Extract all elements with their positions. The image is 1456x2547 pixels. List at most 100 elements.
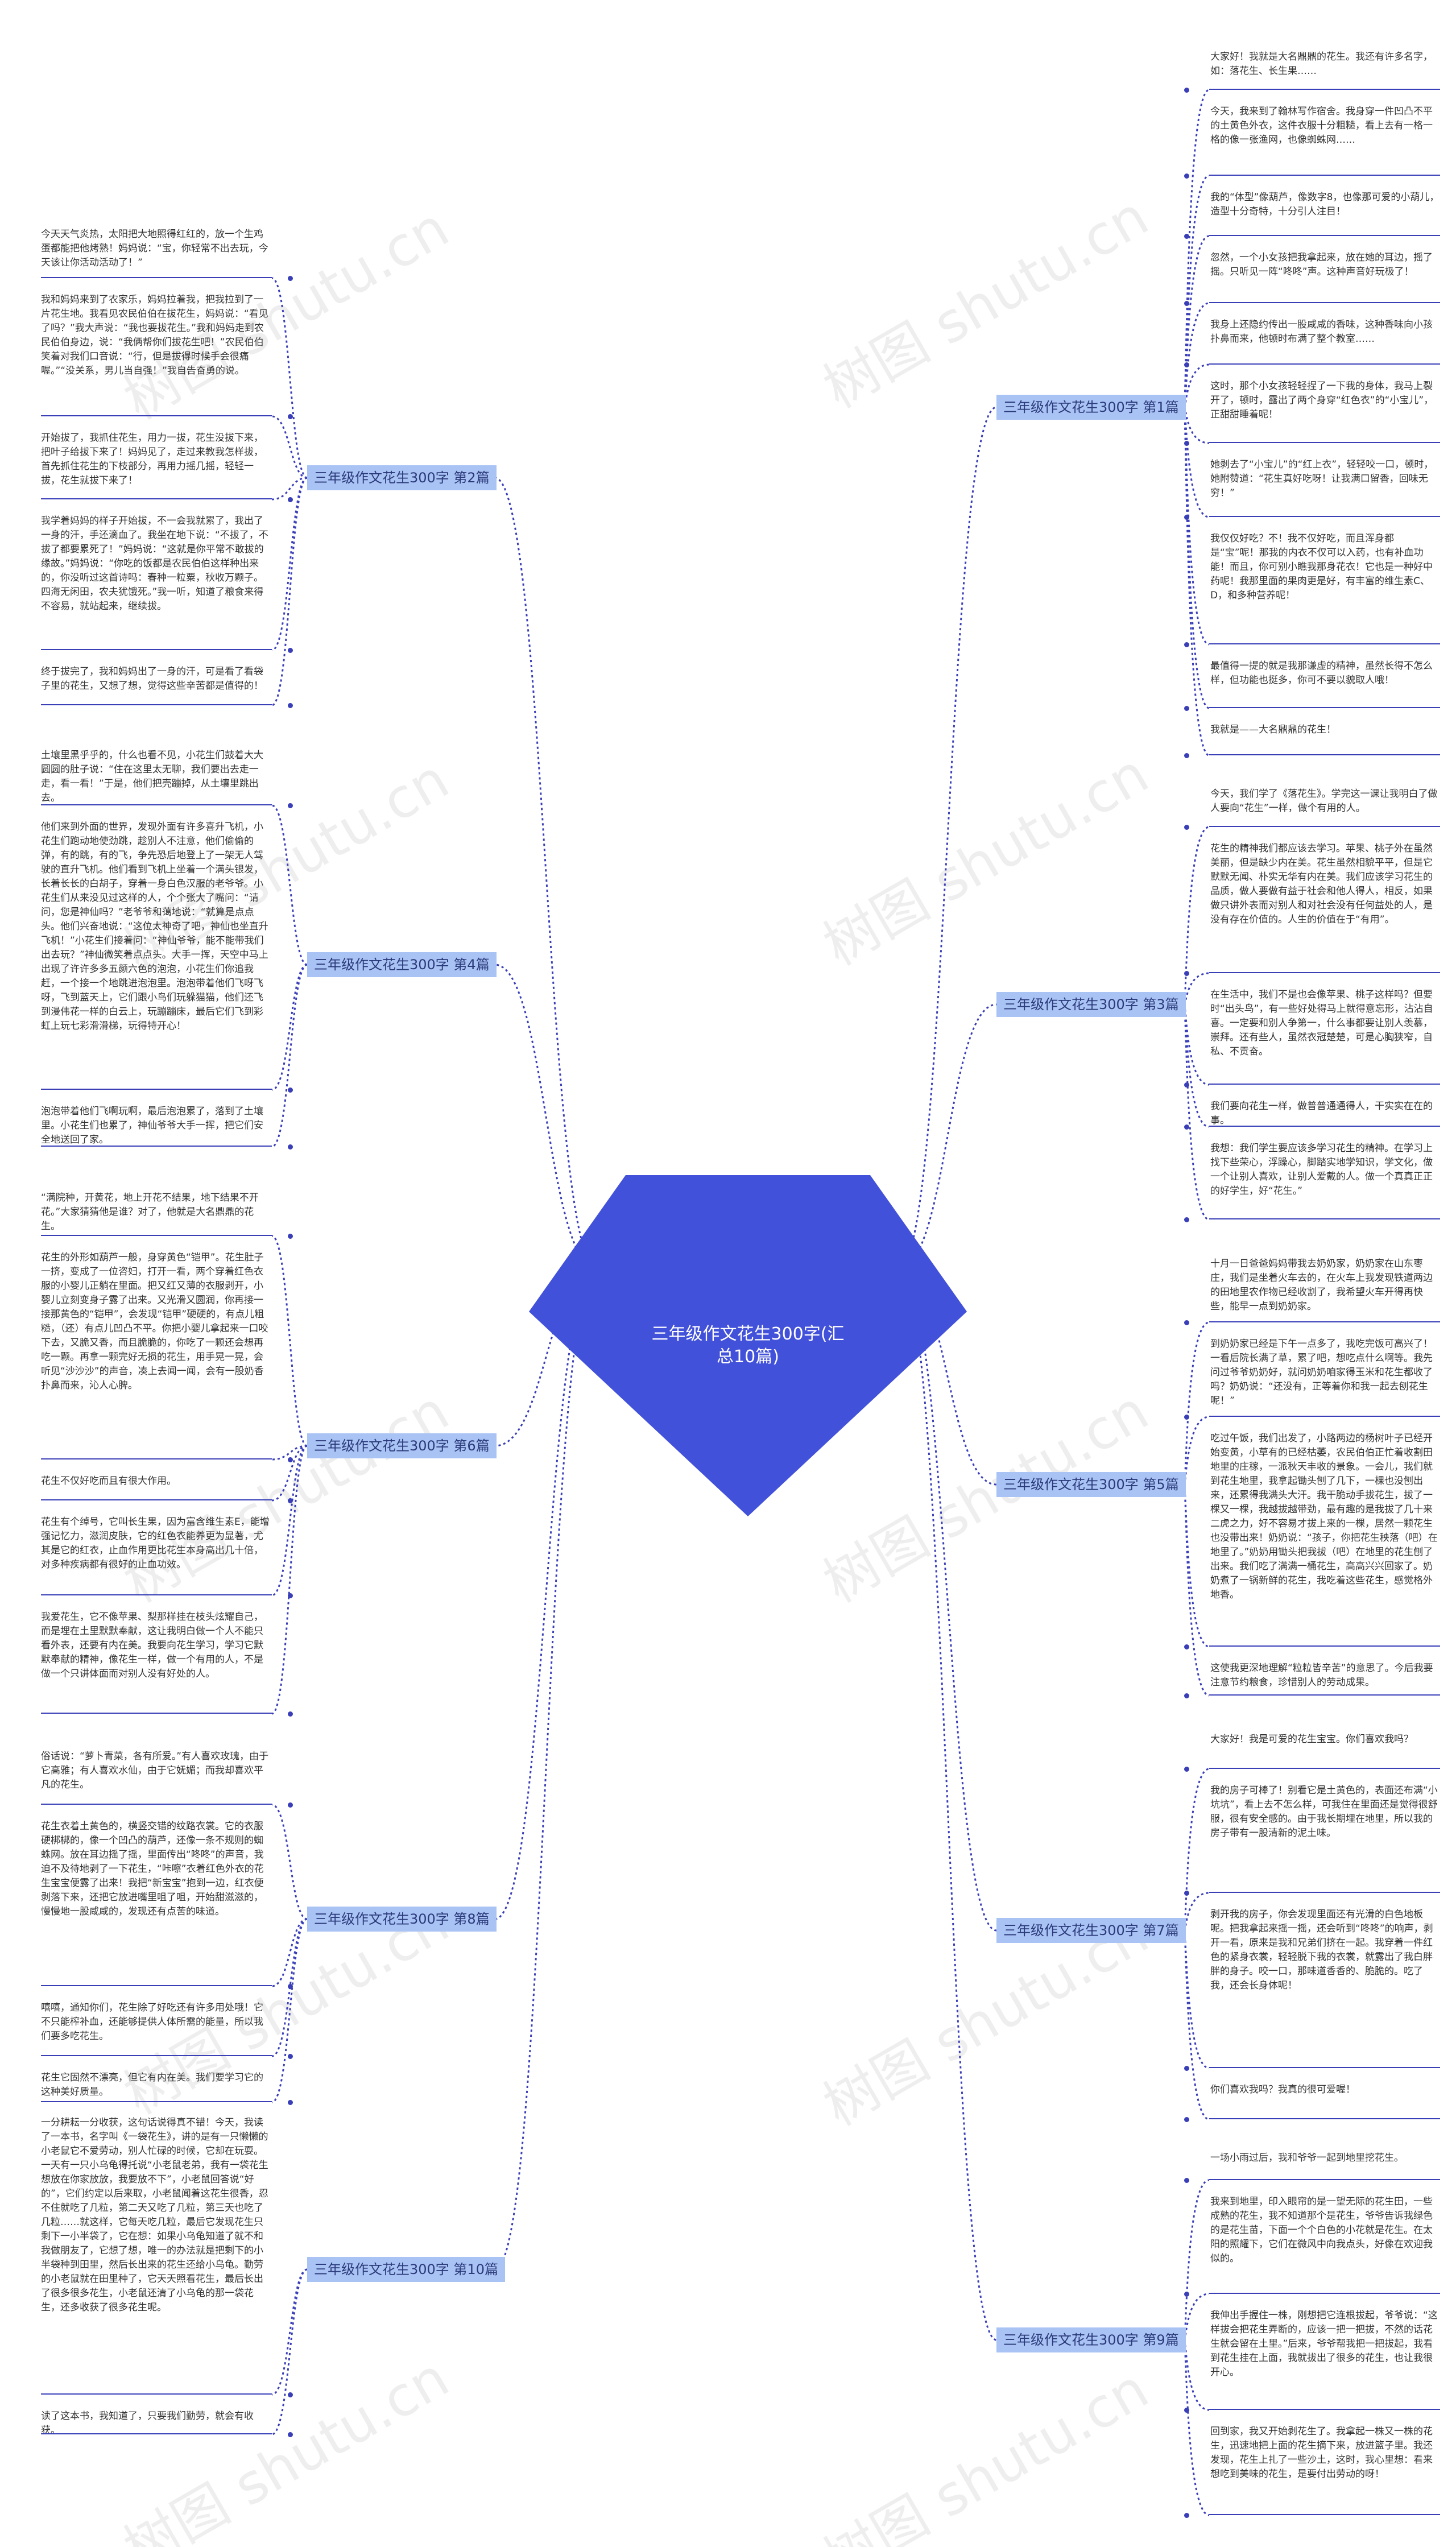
leaf-note: 花生它固然不漂亮，但它有内在美。我们要学习它的这种美好质量。 bbox=[41, 2071, 272, 2102]
leaf-bullet bbox=[1184, 642, 1189, 647]
leaf-connector bbox=[1183, 1321, 1210, 1486]
leaf-bullet bbox=[288, 1802, 293, 1808]
branch-connector-2 bbox=[494, 477, 598, 1270]
leaf-bullet bbox=[288, 803, 293, 808]
leaf-bullet bbox=[1184, 1082, 1189, 1088]
central-topic-title: 三年级作文花生300字(汇总10篇) bbox=[651, 1324, 845, 1367]
leaf-note: 花生的外形如葫芦一般，身穿黄色“铠甲”。花生肚子一挤，变成了一位咨妇，打开一看，… bbox=[41, 1251, 272, 1459]
leaf-bullet bbox=[288, 1234, 293, 1239]
leaf-bullet bbox=[288, 2392, 293, 2397]
leaf-connector bbox=[271, 477, 308, 501]
leaf-note: 忽然，一个小女孩把我拿起来，放在她的耳边，摇了摇。只听见一阵“咚咚”声。这种声音… bbox=[1209, 251, 1440, 303]
leaf-note: 在生活中，我们不是也会像苹果、桃子这样吗？但要时“出头鸟”，有一些好处得马上就得… bbox=[1209, 988, 1440, 1085]
leaf-bullet bbox=[1184, 1217, 1189, 1222]
leaf-note: “满院种，开黄花，地上开花不结果，地下结果不开花。”大家猜猜他是谁？对了，他就是… bbox=[41, 1191, 272, 1236]
leaf-bullet bbox=[288, 497, 293, 502]
leaf-connector bbox=[271, 477, 308, 651]
leaf-bullet bbox=[1184, 515, 1189, 520]
leaf-note: 嘻嘻，通知你们，花生除了好吃还有许多用处哦！它不只能榨补血，还能够提供人体所需的… bbox=[41, 2001, 272, 2056]
leaf-connector bbox=[271, 964, 308, 1148]
leaf-note: 今天，我来到了翰林写作宿舍。我身穿一件凹凸不平的土黄色外衣，这件衣服十分粗糙，看… bbox=[1209, 105, 1440, 176]
branch-topic-3[interactable]: 三年级作文花生300字 第3篇 bbox=[996, 992, 1186, 1017]
branch-topic-4[interactable]: 三年级作文花生300字 第4篇 bbox=[307, 952, 497, 977]
leaf-bullet bbox=[1184, 234, 1189, 239]
branch-topic-5[interactable]: 三年级作文花生300字 第5篇 bbox=[996, 1472, 1186, 1497]
leaf-note: 一场小雨过后，我和爷爷一起到地里挖花生。 bbox=[1209, 2151, 1440, 2180]
leaf-connector bbox=[1183, 175, 1210, 408]
branch-connector-1 bbox=[898, 406, 997, 1270]
leaf-note: 我学着妈妈的样子开始拔，不一会我就累了，我出了一身的汗，手还滴血了。我坐在地下说… bbox=[41, 514, 272, 650]
leaf-note: 到奶奶家已经是下午一点多了，我吃完饭可高兴了！一看后院长满了草，累了吧，想吃点什… bbox=[1209, 1337, 1440, 1417]
leaf-connector bbox=[271, 964, 308, 1091]
leaf-bullet bbox=[1184, 1644, 1189, 1649]
leaf-note: 大家好！我就是大名鼎鼎的花生。我还有许多名字，如：落花生、长生果…… bbox=[1209, 50, 1440, 90]
leaf-note: 终于拔完了，我和妈妈出了一身的汗，可是看了看袋子里的花生，又想了想，觉得这些辛苦… bbox=[41, 665, 272, 705]
leaf-bullet bbox=[1184, 825, 1189, 830]
branch-topic-7[interactable]: 三年级作文花生300字 第7篇 bbox=[996, 1918, 1186, 1943]
leaf-note: 我身上还隐约传出一股咸咸的香味，这种香味向小孩扑鼻而来，他顿时布满了整个教室…… bbox=[1209, 318, 1440, 365]
leaf-connector bbox=[1183, 972, 1210, 1006]
leaf-bullet bbox=[1184, 301, 1189, 306]
leaf-bullet bbox=[288, 276, 293, 281]
leaf-bullet bbox=[1184, 1693, 1189, 1698]
leaf-note: 一分耕耘一分收获，这句话说得真不错！今天，我读了一本书，名字叫《一袋花生》，讲的… bbox=[41, 2116, 272, 2395]
leaf-connector bbox=[271, 1918, 308, 1987]
leaf-connector bbox=[1183, 1003, 1210, 1128]
leaf-bullet bbox=[1184, 2117, 1189, 2122]
leaf-bullet bbox=[1184, 441, 1189, 446]
leaf-note: 今天天气炎热，太阳把大地照得红红的，放一个生鸡蛋都能把他烤熟！妈妈说：“宝，你轻… bbox=[41, 228, 272, 278]
leaf-connector bbox=[1183, 235, 1210, 408]
leaf-note: 我就是——大名鼎鼎的花生！ bbox=[1209, 723, 1440, 755]
branch-topic-6[interactable]: 三年级作文花生300字 第6篇 bbox=[307, 1433, 497, 1458]
leaf-connector bbox=[1183, 1483, 1210, 1648]
leaf-bullet bbox=[1184, 173, 1189, 179]
leaf-bullet bbox=[288, 1498, 293, 1503]
leaf-bullet bbox=[288, 648, 293, 653]
leaf-bullet bbox=[288, 1457, 293, 1462]
leaf-bullet bbox=[1184, 2408, 1189, 2413]
leaf-note: 花生有个绰号，它叫长生果，因为富含维生素E，能增强记忆力，滋润皮肤，它的红色衣能… bbox=[41, 1515, 272, 1595]
branch-topic-8[interactable]: 三年级作文花生300字 第8篇 bbox=[307, 1907, 497, 1932]
leaf-bullet bbox=[1184, 971, 1189, 976]
leaf-connector bbox=[1183, 2339, 1210, 2516]
leaf-connector bbox=[1183, 2339, 1210, 2411]
leaf-connector bbox=[1183, 1483, 1210, 1697]
leaf-connector bbox=[271, 2268, 308, 2396]
branch-topic-1[interactable]: 三年级作文花生300字 第1篇 bbox=[996, 395, 1186, 420]
leaf-connector bbox=[271, 1918, 308, 2103]
leaf-note: 我来到地里，印入眼帘的是一望无际的花生田，一些成熟的花生，我不知道那个是花生，爷… bbox=[1209, 2195, 1440, 2294]
branch-connector-7 bbox=[898, 1267, 997, 1932]
leaf-bullet bbox=[288, 2100, 293, 2105]
leaf-note: 这时，那个小女孩轻轻捏了一下我的身体，我马上裂开了，顿时，露出了两个身穿“红色衣… bbox=[1209, 379, 1440, 443]
leaf-note: 读了这本书，我知道了，只要我们勤劳，就会有收获。 bbox=[41, 2409, 272, 2434]
leaf-bullet bbox=[288, 1984, 293, 1989]
leaf-bullet bbox=[1184, 2178, 1189, 2183]
leaf-connector bbox=[1183, 406, 1210, 444]
leaf-note: 吃过午饭，我们出发了，小路两边的杨树叶子已经开始变黄，小草有的已经枯萎，农民伯伯… bbox=[1209, 1432, 1440, 1647]
leaf-bullet bbox=[288, 1711, 293, 1717]
leaf-connector bbox=[1183, 2293, 1210, 2341]
leaf-note: 我伸出手握住一株，刚想把它连根拔起，爷爷说：“这样拔会把花生弄断的，应该一把一把… bbox=[1209, 2309, 1440, 2410]
branch-topic-10[interactable]: 三年级作文花生300字 第10篇 bbox=[307, 2257, 505, 2282]
leaf-bullet bbox=[1184, 1767, 1189, 1772]
leaf-bullet bbox=[1184, 1415, 1189, 1420]
leaf-note: 回到家，我又开始剥花生了。我拿起一株又一株的花生，迅速地把上面的花生摘下来，放进… bbox=[1209, 2425, 1440, 2515]
leaf-bullet bbox=[1184, 88, 1189, 93]
leaf-connector bbox=[1183, 2179, 1210, 2341]
leaf-bullet bbox=[1184, 1124, 1189, 1130]
leaf-connector bbox=[1183, 302, 1210, 408]
leaf-connector bbox=[1183, 1768, 1210, 1932]
leaf-note: 我的“体型”像葫芦，像数字8，也像那可爱的小葫儿，造型十分奇特，十分引人注目！ bbox=[1209, 191, 1440, 236]
branch-topic-9[interactable]: 三年级作文花生300字 第9篇 bbox=[996, 2327, 1186, 2352]
leaf-bullet bbox=[288, 1593, 293, 1598]
leaf-note: 我和妈妈来到了农家乐，妈妈拉着我，把我拉到了一片花生地。我看见农民伯伯在拔花生，… bbox=[41, 293, 272, 416]
leaf-connector bbox=[271, 277, 308, 479]
leaf-note: 她剥去了“小宝儿”的“红上衣”，轻轻咬一口，顿时，她附赞道：“花生真好吃呀！让我… bbox=[1209, 458, 1440, 517]
central-topic[interactable]: 三年级作文花生300字(汇总10篇) bbox=[529, 1175, 967, 1516]
leaf-note: 我们要向花生一样，做普普通通得人，干实实在在的事。 bbox=[1209, 1099, 1440, 1127]
leaf-bullet bbox=[1184, 2066, 1189, 2071]
branch-topic-2[interactable]: 三年级作文花生300字 第2篇 bbox=[307, 465, 497, 490]
leaf-connector bbox=[1183, 1929, 1210, 2120]
leaf-connector bbox=[271, 1445, 308, 1597]
